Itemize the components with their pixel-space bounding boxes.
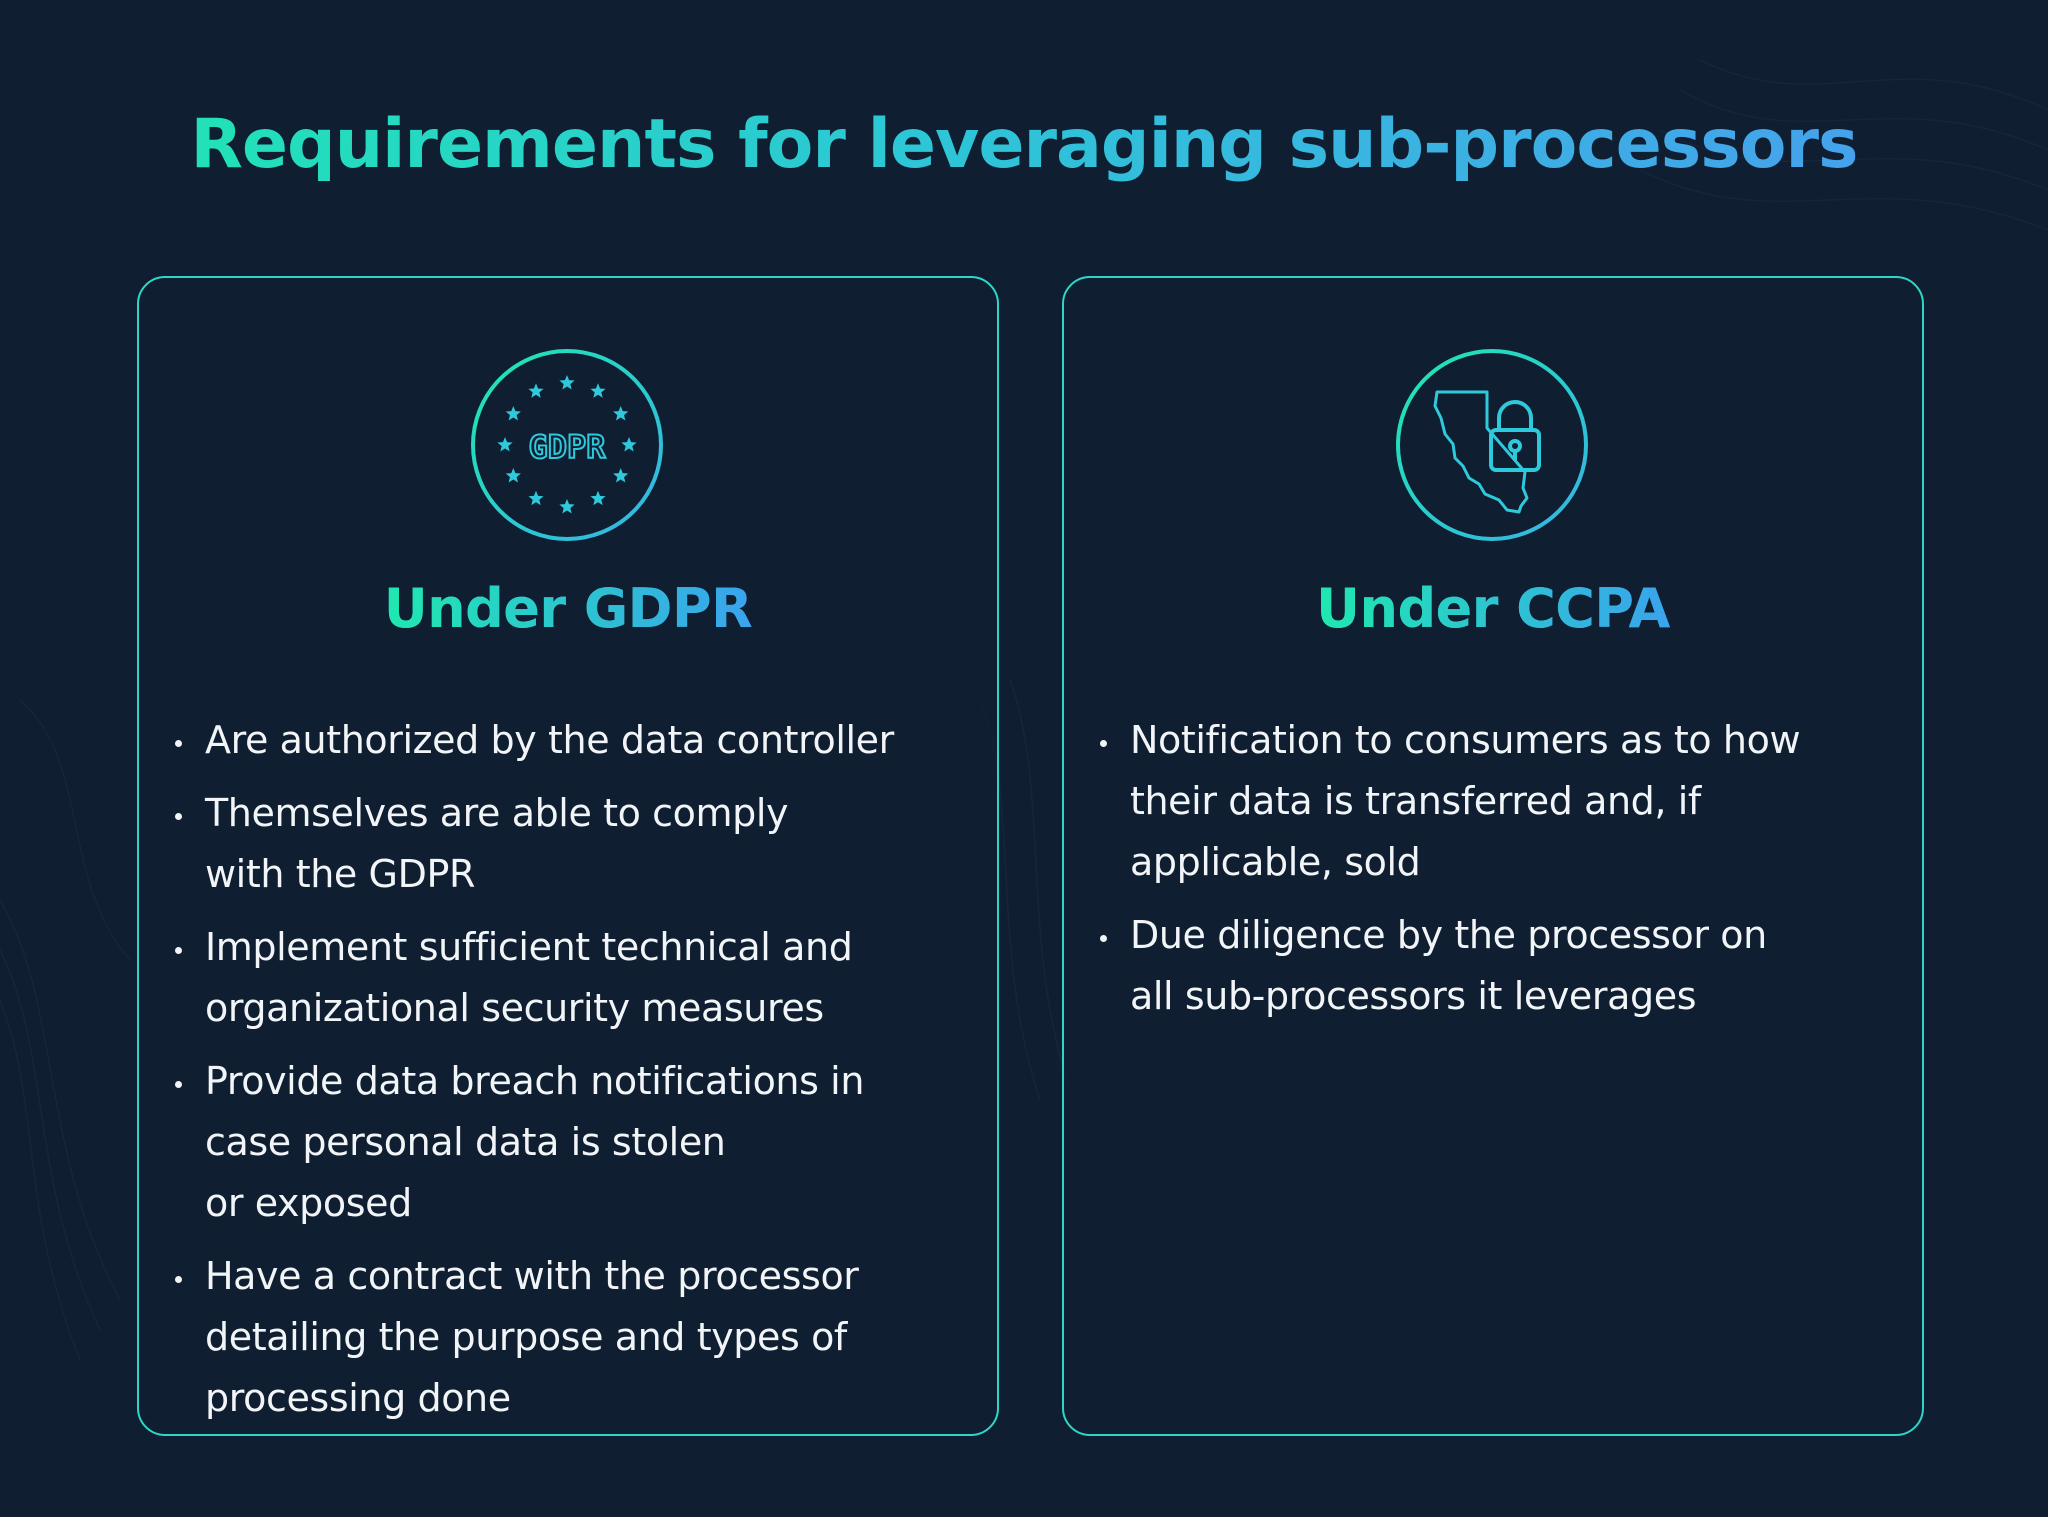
bullet-icon xyxy=(1100,935,1107,942)
california-shape xyxy=(1433,390,1529,514)
lock-shape xyxy=(1489,400,1541,472)
star-icon xyxy=(505,468,521,483)
star-icon xyxy=(613,406,629,421)
gdpr-icon-text: GDPR xyxy=(528,428,606,466)
star-icon xyxy=(590,490,606,506)
list-item: Due diligence by the processor on all su… xyxy=(1100,905,1900,1027)
bullet-icon xyxy=(1100,740,1107,747)
california-lock-icon xyxy=(1396,349,1588,541)
bullet-icon xyxy=(175,1276,182,1283)
list-item: Have a contract with the processor detai… xyxy=(175,1246,975,1429)
gdpr-stars-icon: GDPR xyxy=(471,349,663,541)
star-icon xyxy=(559,499,575,514)
star-icon xyxy=(559,375,575,390)
bullet-icon xyxy=(175,1081,182,1088)
star-icon xyxy=(590,383,606,398)
list-item: Themselves are able to comply with the G… xyxy=(175,783,975,905)
ccpa-heading: Under CCPA xyxy=(1064,574,1922,644)
gdpr-requirements-list: Are authorized by the data controller Th… xyxy=(175,710,975,1441)
ccpa-requirements-list: Notification to consumers as to how thei… xyxy=(1100,710,1900,1039)
star-icon xyxy=(505,406,521,421)
gdpr-heading: Under GDPR xyxy=(139,574,997,644)
star-icon xyxy=(528,490,544,506)
ccpa-card: Under CCPA Notification to consumers as … xyxy=(1062,276,1924,1436)
star-icon xyxy=(528,383,544,398)
list-item: Provide data breach notifications in cas… xyxy=(175,1051,975,1234)
bullet-icon xyxy=(175,947,182,954)
star-icon xyxy=(613,468,629,483)
gdpr-card: GDPR Under GDPR Are authorized by the da… xyxy=(137,276,999,1436)
star-icon xyxy=(497,437,513,452)
list-item: Implement sufficient technical and organ… xyxy=(175,917,975,1039)
list-item: Notification to consumers as to how thei… xyxy=(1100,710,1900,893)
bullet-icon xyxy=(175,813,182,820)
star-icon xyxy=(621,437,637,452)
bullet-icon xyxy=(175,740,182,747)
page-title: Requirements for leveraging sub-processo… xyxy=(0,100,2048,190)
list-item: Are authorized by the data controller xyxy=(175,710,975,771)
